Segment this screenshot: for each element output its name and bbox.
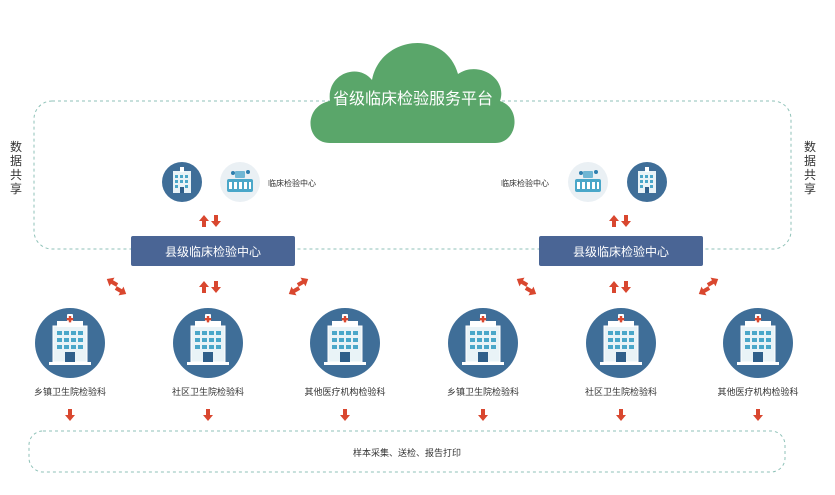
side-label-char: 享 bbox=[10, 181, 22, 196]
down-arrow-icon bbox=[616, 409, 626, 421]
institution-label: 其他医疗机构检验科 bbox=[717, 386, 798, 398]
hospital-building-icon bbox=[627, 162, 667, 202]
platform-title: 省级临床检验服务平台 bbox=[333, 89, 493, 108]
lab-center-label: 临床检验中心 bbox=[268, 178, 316, 188]
institution-label: 社区卫生院检验科 bbox=[585, 386, 657, 398]
down-arrow-icon bbox=[65, 409, 75, 421]
county-center-label: 县级临床检验中心 bbox=[165, 244, 261, 259]
institution-label: 其他医疗机构检验科 bbox=[304, 386, 385, 398]
side-label-char: 共 bbox=[804, 168, 816, 182]
side-label-char: 据 bbox=[10, 154, 22, 168]
lab-center-label: 临床检验中心 bbox=[501, 178, 549, 188]
arrow-pair bbox=[514, 274, 539, 299]
county-center-box: 县级临床检验中心 bbox=[539, 236, 703, 266]
arrow-pair bbox=[609, 215, 631, 227]
side-label-char: 享 bbox=[804, 181, 816, 196]
institution-label: 乡镇卫生院检验科 bbox=[34, 386, 106, 398]
lab-equipment-icon bbox=[220, 162, 260, 202]
down-arrow-icon bbox=[203, 409, 213, 421]
hospital-building-icon bbox=[34, 307, 106, 379]
sample-service-label: 样本采集、送检、报告打印 bbox=[353, 447, 461, 459]
cloud-icon bbox=[310, 43, 515, 143]
hospital-building-icon bbox=[309, 307, 381, 379]
arrow-pair bbox=[286, 274, 311, 299]
down-arrow-icon bbox=[340, 409, 350, 421]
arrow-pair bbox=[609, 281, 631, 293]
institution-label: 社区卫生院检验科 bbox=[172, 386, 244, 398]
hospital-building-icon bbox=[722, 307, 794, 379]
hospital-building-icon bbox=[172, 307, 244, 379]
hospital-building-icon bbox=[585, 307, 657, 379]
arrow-pair bbox=[199, 281, 221, 293]
down-arrows bbox=[65, 409, 763, 421]
side-label-char: 据 bbox=[804, 154, 816, 168]
arrow-pair bbox=[696, 274, 721, 299]
arrow-pair bbox=[104, 274, 129, 299]
institution-label: 乡镇卫生院检验科 bbox=[447, 386, 519, 398]
arrow-pair bbox=[199, 215, 221, 227]
hospital-building-icon bbox=[162, 162, 202, 202]
sample-service-bar: 样本采集、送检、报告打印 bbox=[28, 430, 786, 473]
cloud-platform: 省级临床检验服务平台 bbox=[310, 43, 515, 143]
down-arrow-icon bbox=[478, 409, 488, 421]
side-label-left: 数 据 共 享 bbox=[10, 139, 22, 196]
side-label-char: 数 bbox=[10, 139, 22, 154]
hospital-building-icon bbox=[447, 307, 519, 379]
county-center-box: 县级临床检验中心 bbox=[131, 236, 295, 266]
side-label-char: 数 bbox=[804, 139, 816, 154]
side-label-right: 数 据 共 享 bbox=[804, 139, 816, 196]
side-label-char: 共 bbox=[10, 168, 22, 182]
lab-equipment-icon bbox=[568, 162, 608, 202]
down-arrow-icon bbox=[753, 409, 763, 421]
county-center-label: 县级临床检验中心 bbox=[573, 244, 669, 259]
